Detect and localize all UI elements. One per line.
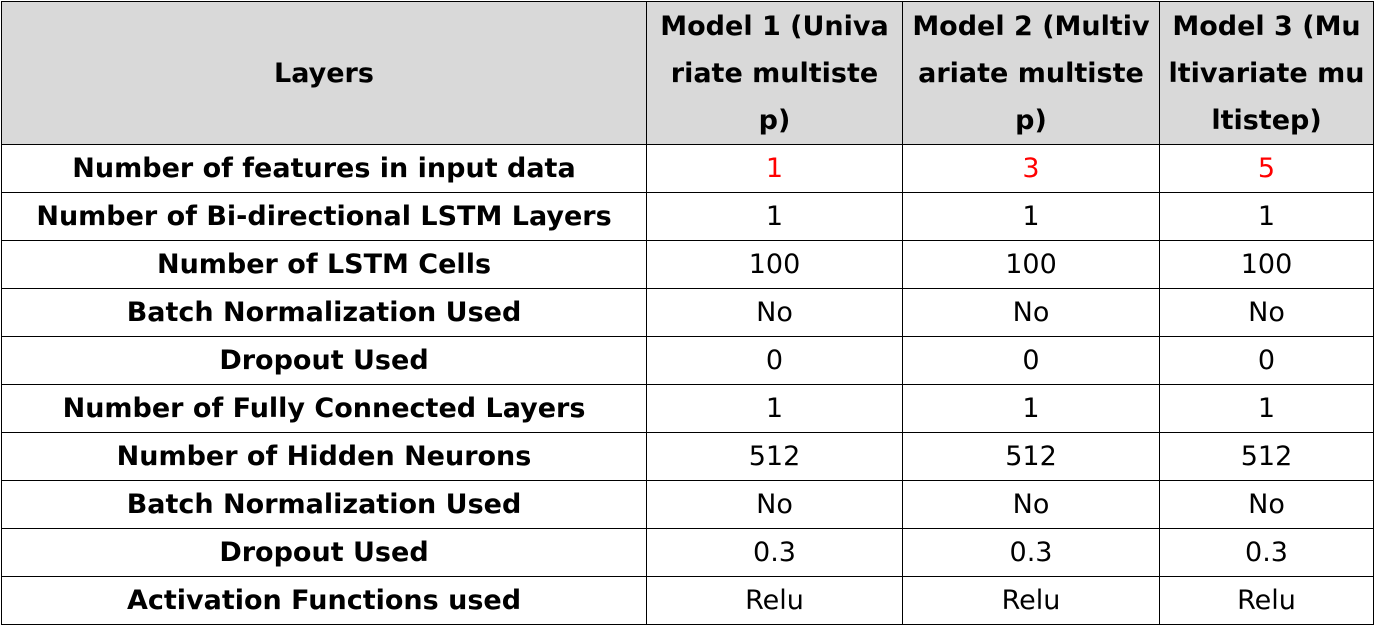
table-row: Batch Normalization Used No No No: [1, 288, 1374, 337]
model-2-value: 0.3: [902, 528, 1160, 577]
model-1-value: 1: [646, 144, 903, 193]
row-label: Dropout Used: [1, 528, 647, 577]
header-model-3: Model 3 (Multivariate multistep): [1159, 1, 1374, 145]
model-2-value: 1: [902, 192, 1160, 241]
model-1-value: No: [646, 480, 903, 529]
model-3-value: 1: [1159, 384, 1374, 433]
row-label: Number of Bi-directional LSTM Layers: [1, 192, 647, 241]
model-1-value: Relu: [646, 576, 903, 625]
model-3-value: 1: [1159, 192, 1374, 241]
model-1-value: 1: [646, 192, 903, 241]
model-1-value: 0.3: [646, 528, 903, 577]
table-row: Number of Hidden Neurons 512 512 512: [1, 432, 1374, 481]
row-label: Batch Normalization Used: [1, 288, 647, 337]
model-2-value: 512: [902, 432, 1160, 481]
header-model-1: Model 1 (Univariate multistep): [646, 1, 903, 145]
model-3-value: 5: [1159, 144, 1374, 193]
header-layers: Layers: [1, 1, 647, 145]
model-1-value: No: [646, 288, 903, 337]
model-1-value: 0: [646, 336, 903, 385]
table-row: Number of LSTM Cells 100 100 100: [1, 240, 1374, 289]
model-2-value: 100: [902, 240, 1160, 289]
header-model-2: Model 2 (Multivariate multistep): [902, 1, 1160, 145]
table-row: Number of features in input data 1 3 5: [1, 144, 1374, 193]
row-label: Activation Functions used: [1, 576, 647, 625]
table-row: Dropout Used 0 0 0: [1, 336, 1374, 385]
model-3-value: No: [1159, 480, 1374, 529]
table-row: Batch Normalization Used No No No: [1, 480, 1374, 529]
model-2-value: No: [902, 480, 1160, 529]
row-label: Number of features in input data: [1, 144, 647, 193]
model-2-value: 0: [902, 336, 1160, 385]
row-label: Number of Fully Connected Layers: [1, 384, 647, 433]
model-3-value: 0: [1159, 336, 1374, 385]
row-label: Number of Hidden Neurons: [1, 432, 647, 481]
model-3-value: 0.3: [1159, 528, 1374, 577]
row-label: Dropout Used: [1, 336, 647, 385]
header-row: Layers Model 1 (Univariate multistep) Mo…: [1, 1, 1374, 145]
model-3-value: 100: [1159, 240, 1374, 289]
table-row: Activation Functions used Relu Relu Relu: [1, 576, 1374, 625]
table-row: Dropout Used 0.3 0.3 0.3: [1, 528, 1374, 577]
model-3-value: 512: [1159, 432, 1374, 481]
table-row: Number of Fully Connected Layers 1 1 1: [1, 384, 1374, 433]
table-row: Number of Bi-directional LSTM Layers 1 1…: [1, 192, 1374, 241]
model-2-value: 3: [902, 144, 1160, 193]
model-1-value: 512: [646, 432, 903, 481]
model-2-value: No: [902, 288, 1160, 337]
model-3-value: No: [1159, 288, 1374, 337]
model-2-value: Relu: [902, 576, 1160, 625]
row-label: Batch Normalization Used: [1, 480, 647, 529]
model-1-value: 100: [646, 240, 903, 289]
model-2-value: 1: [902, 384, 1160, 433]
row-label: Number of LSTM Cells: [1, 240, 647, 289]
model-1-value: 1: [646, 384, 903, 433]
model-3-value: Relu: [1159, 576, 1374, 625]
